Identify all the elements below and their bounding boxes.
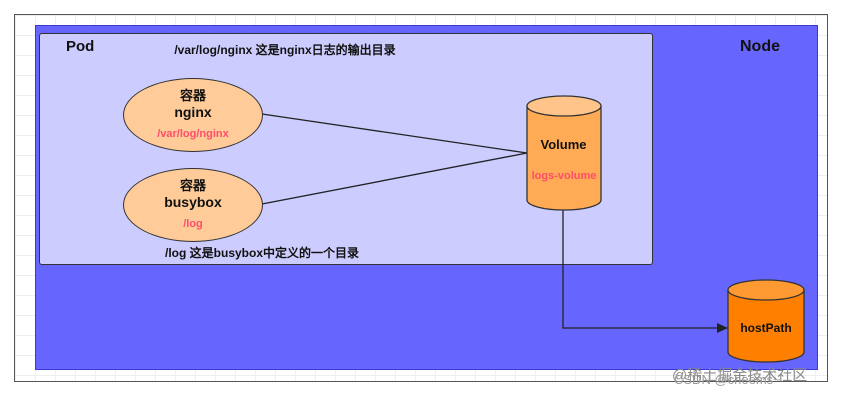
hostpath-label: hostPath	[740, 321, 792, 335]
hostpath-cylinder	[727, 279, 805, 363]
container-name: busybox	[164, 194, 222, 210]
watermark: CSDN @cheems~ @稀土掘金技术社区	[672, 364, 808, 387]
volume-to-hostpath-connector	[562, 210, 719, 329]
container-title: 容器	[179, 178, 206, 193]
nginx-to-volume-line	[261, 113, 528, 154]
container-name: nginx	[174, 104, 212, 120]
container-path: /var/log/nginx	[157, 128, 229, 140]
busybox-to-volume-line	[261, 152, 528, 205]
volume-name: logs-volume	[531, 170, 597, 182]
volume-title: Volume	[540, 137, 587, 152]
container-title: 容器	[179, 88, 206, 103]
pod-label: Pod	[66, 38, 95, 55]
watermark-csdn: CSDN @cheems~	[674, 372, 781, 387]
busybox-dir-annotation: /log 这是busybox中定义的一个目录	[165, 246, 360, 260]
node-label: Node	[740, 38, 780, 55]
nginx-log-dir-annotation: /var/log/nginx 这是nginx日志的输出目录	[174, 43, 396, 57]
busybox-container: 容器 busybox /log	[123, 168, 263, 242]
watermark-main: @稀土掘金技术社区	[672, 367, 808, 384]
volume-cylinder	[526, 95, 602, 211]
nginx-container: 容器 nginx /var/log/nginx	[123, 78, 263, 152]
container-path: /log	[183, 218, 203, 230]
hostpath-arrowhead-icon	[717, 323, 728, 333]
